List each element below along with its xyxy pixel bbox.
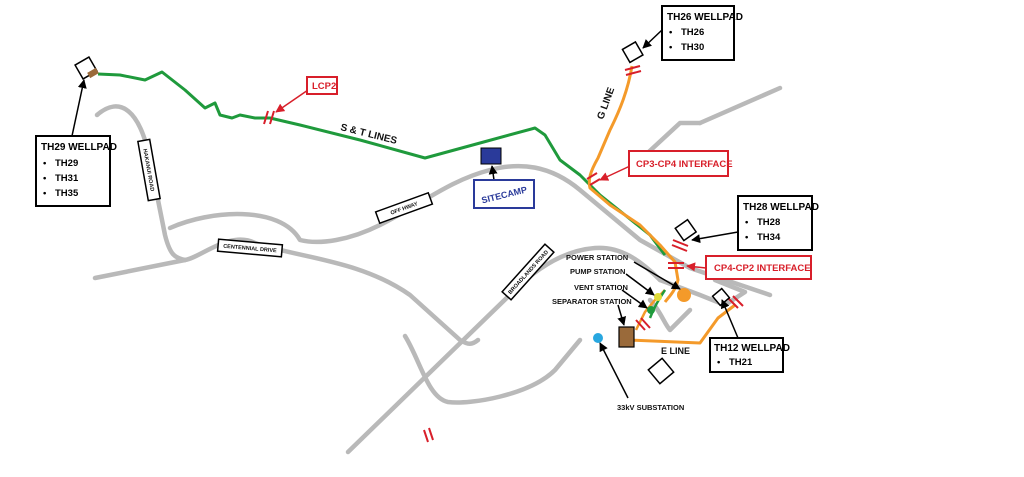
arrow-pump — [625, 273, 655, 296]
bullet: • — [669, 27, 673, 38]
arrow-cp4-cp2 — [686, 262, 707, 272]
interface-marker-cp4-cp2 — [668, 262, 684, 269]
wellpad-symbol-th26 — [621, 40, 644, 64]
callout-th28-item: TH34 — [757, 232, 781, 243]
interface-marker-south — [423, 427, 434, 443]
svg-text:BROADLANDS ROAD: BROADLANDS ROAD — [507, 250, 550, 296]
callout-th28-wellpad: TH28 WELLPAD • TH28 • TH34 — [737, 195, 819, 251]
callout-cp3-cp4-label: CP3-CP4 INTERFACE — [636, 159, 733, 170]
bullet: • — [745, 217, 749, 228]
interface-marker-cp3-cp4 — [586, 172, 601, 186]
e-line-label: E LINE — [661, 346, 690, 356]
wellpad-symbol-th29 — [74, 56, 99, 80]
arrow-th28 — [691, 231, 739, 244]
g-line-label: G LINE — [595, 86, 617, 121]
callout-th12-wellpad: TH12 WELLPAD • TH21 — [709, 337, 790, 373]
bullet: • — [717, 357, 721, 368]
callout-arrows-black — [71, 29, 739, 399]
svg-text:CENTENNIAL DRIVE: CENTENNIAL DRIVE — [223, 244, 277, 255]
label-pump-station: PUMP STATION — [570, 267, 625, 276]
bullet: • — [43, 158, 47, 169]
arrow-power — [633, 261, 681, 290]
arrow-th26 — [642, 29, 663, 49]
road-west-arm — [92, 257, 188, 281]
callout-th12-title: TH12 WELLPAD — [714, 343, 790, 354]
callout-arrows-red — [275, 89, 707, 272]
substation-marker — [593, 333, 603, 343]
callout-cp4-cp2-label: CP4-CP2 INTERFACE — [714, 263, 811, 274]
callout-th26-wellpad: TH26 WELLPAD • TH26 • TH30 — [661, 5, 743, 61]
callout-th12-item: TH21 — [729, 357, 753, 368]
bullet: • — [745, 232, 749, 243]
callout-cp4-cp2-interface: CP4-CP2 INTERFACE — [705, 255, 812, 280]
callout-lcp2-label: LCP2 — [312, 81, 336, 92]
arrow-separator — [617, 304, 626, 326]
wellpad-symbol-th28 — [674, 218, 698, 242]
callout-th26-item: TH26 — [681, 27, 704, 38]
callout-th26-title: TH26 WELLPAD — [667, 12, 743, 23]
callout-sitecamp: SITECAMP — [473, 179, 535, 209]
sitecamp-marker — [480, 147, 502, 165]
interface-marker-th12 — [727, 295, 744, 309]
label-separator-station: SEPARATOR STATION — [552, 297, 632, 306]
label-power-station: POWER STATION — [566, 253, 628, 262]
road-label-off-hwy: OFF HWAY — [374, 191, 434, 225]
arrow-substation — [599, 342, 629, 399]
bullet: • — [43, 173, 47, 184]
road-northeast — [697, 85, 783, 126]
callout-th28-item: TH28 — [757, 217, 780, 228]
separator-station-marker — [618, 326, 635, 348]
road-lower-loop — [402, 333, 583, 405]
st-lines-green — [97, 70, 667, 256]
callout-th26-item: TH30 — [681, 42, 704, 53]
road-label-hakanui: HAKANUI ROAD — [137, 138, 161, 202]
road-label-broadlands: BROADLANDS ROAD — [501, 243, 555, 301]
vent-station-marker — [647, 306, 655, 314]
callout-th29-item: TH35 — [55, 188, 79, 199]
power-station-marker — [677, 288, 691, 302]
arrow-lcp2 — [275, 89, 309, 113]
arrow-th12 — [720, 299, 739, 339]
road-ne-connector — [637, 120, 703, 163]
g-line-orange — [587, 65, 680, 303]
bullet: • — [669, 42, 673, 53]
callout-th29-item: TH31 — [55, 173, 79, 184]
pump-station-marker — [654, 293, 662, 301]
label-33kv-substation: 33kV SUBSTATION — [617, 403, 684, 412]
arrow-sitecamp — [488, 165, 498, 181]
interface-marker-lcp2 — [263, 110, 275, 125]
road-off-hwy — [167, 163, 773, 298]
arrow-vent — [621, 289, 648, 309]
interface-marker-th28 — [671, 239, 689, 252]
arrow-cp3-cp4 — [599, 165, 631, 181]
road-label-centennial: CENTENNIAL DRIVE — [216, 238, 284, 258]
callout-th29-item: TH29 — [55, 158, 78, 169]
wellpad-symbol-east-empty — [647, 357, 675, 385]
callout-th28-title: TH28 WELLPAD — [743, 202, 819, 213]
bullet: • — [43, 188, 47, 199]
arrow-th29 — [71, 79, 87, 137]
callout-cp3-cp4-interface: CP3-CP4 INTERFACE — [628, 150, 733, 177]
callout-th29-wellpad: TH29 WELLPAD • TH29 • TH31 • TH35 — [35, 135, 117, 207]
callout-th29-title: TH29 WELLPAD — [41, 142, 117, 153]
road-centennial — [182, 237, 481, 346]
interface-marker-th26 — [624, 65, 642, 76]
station-link-green — [648, 289, 667, 319]
road-broadlands — [345, 245, 663, 455]
label-vent-station: VENT STATION — [574, 283, 628, 292]
callout-lcp2: LCP2 — [306, 76, 338, 95]
interface-marker-station — [635, 317, 651, 331]
